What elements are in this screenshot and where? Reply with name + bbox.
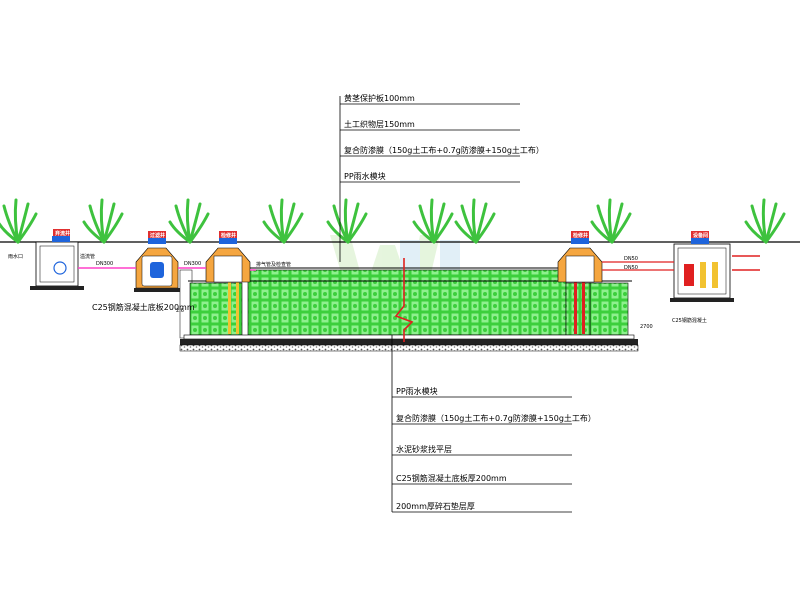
plant-icon bbox=[262, 198, 304, 244]
well-5-label: 设备间 bbox=[693, 232, 708, 239]
module-block-main bbox=[247, 269, 567, 336]
bottom-callout-4: C25钢筋混凝土底板厚200mm bbox=[396, 473, 507, 483]
label-inlet: 雨水口 bbox=[8, 253, 23, 260]
bottom-callout-group: PP雨水模块 复合防渗膜（150g土工布+0.7g防渗膜+150g土工布） 水泥… bbox=[392, 386, 596, 513]
well-filter: 过滤井 bbox=[134, 231, 180, 292]
outlet-pipes bbox=[602, 261, 674, 271]
bottom-callout-3: 水泥砂浆找平层 bbox=[396, 444, 452, 454]
plant-icon bbox=[326, 198, 368, 244]
plant-icon bbox=[744, 198, 786, 244]
concrete-base bbox=[180, 339, 638, 345]
pump-room: 设备间 bbox=[670, 231, 760, 302]
well-inspection-left: 检修井 bbox=[205, 231, 251, 283]
plant-icon bbox=[412, 198, 454, 244]
top-callout-2: 土工织物层150mm bbox=[344, 119, 415, 129]
label-overflow: 溢流管 bbox=[80, 253, 95, 260]
plant-icon bbox=[590, 198, 632, 244]
well-3-label: 检修井 bbox=[221, 232, 236, 239]
label-c25-base: C25钢筋混凝土底板200mm bbox=[92, 302, 195, 312]
module-block-right bbox=[589, 282, 629, 336]
well-inspection-right: 检修井 bbox=[557, 231, 603, 283]
top-callout-1: 黄茎保护板100mm bbox=[344, 93, 415, 103]
pipe-label-dn300-a: DN300 bbox=[96, 261, 113, 267]
well-diversion: 弃流井 bbox=[30, 229, 84, 290]
bottom-callout-2: 复合防渗膜（150g土工布+0.7g防渗膜+150g土工布） bbox=[396, 413, 596, 423]
top-callout-3: 复合防渗膜（150g土工布+0.7g防渗膜+150g土工布） bbox=[344, 145, 544, 155]
plant-icon bbox=[0, 198, 38, 244]
label-dim-right: 2700 bbox=[640, 324, 653, 330]
bottom-callout-5: 200mm厚碎石垫层厚 bbox=[396, 501, 475, 511]
well-1-label: 弃流井 bbox=[55, 230, 70, 237]
plant-icon bbox=[168, 198, 210, 244]
well-2-label: 过滤井 bbox=[150, 232, 165, 239]
label-pump-base: C25钢筋混凝土 bbox=[672, 317, 707, 324]
section-break-line bbox=[394, 258, 414, 342]
plant-icon bbox=[454, 198, 496, 244]
mortar-layer bbox=[183, 334, 635, 340]
pipe-label-dn50-a: DN50 bbox=[624, 256, 638, 262]
pipe-label-dn300-b: DN300 bbox=[184, 261, 201, 267]
vent-pipes bbox=[228, 270, 585, 334]
module-block-left bbox=[189, 282, 243, 336]
label-vent: 排气管及检查管 bbox=[256, 261, 291, 268]
inlet-pipes bbox=[78, 267, 256, 271]
label-height-left: 2.6 bbox=[176, 308, 184, 314]
plant-icon bbox=[82, 198, 124, 244]
gravel-layer bbox=[179, 344, 639, 352]
pipe-label-dn50-b: DN50 bbox=[624, 265, 638, 271]
module-block-mid-right bbox=[565, 282, 591, 336]
top-callout-4: PP雨水模块 bbox=[344, 171, 386, 181]
well-4-label: 检修井 bbox=[573, 232, 588, 239]
bottom-callout-1: PP雨水模块 bbox=[396, 386, 438, 396]
plant-row bbox=[0, 198, 786, 244]
top-callout-group: 黄茎保护板100mm 土工织物层150mm 复合防渗膜（150g土工布+0.7g… bbox=[340, 93, 544, 183]
